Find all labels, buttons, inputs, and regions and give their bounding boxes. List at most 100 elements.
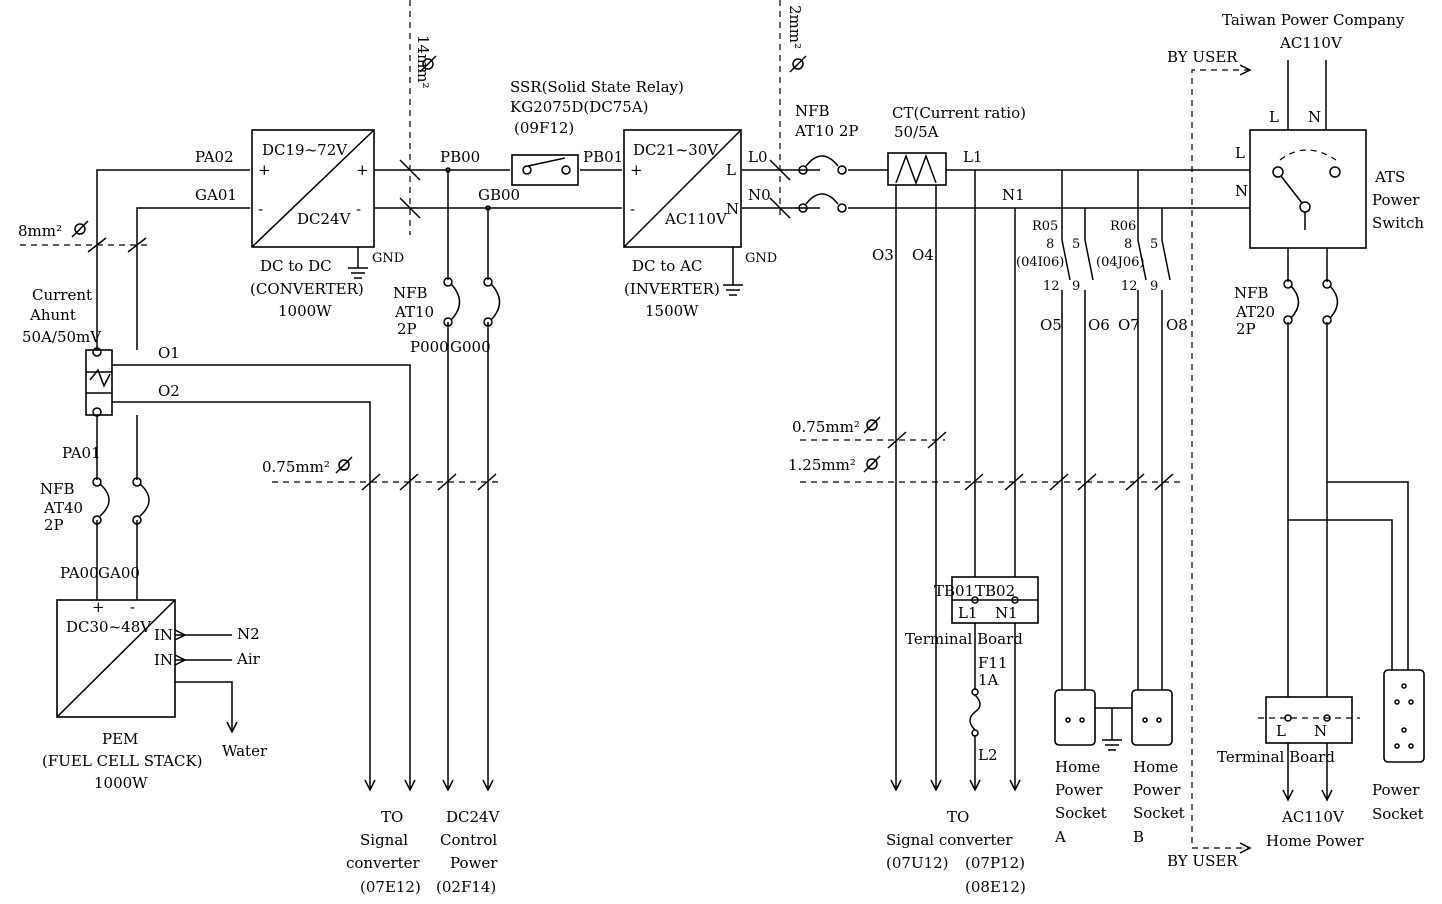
svg-text:converter: converter — [346, 854, 421, 872]
svg-text:IN: IN — [154, 626, 173, 644]
svg-text:+: + — [258, 161, 271, 179]
svg-text:Socket: Socket — [1055, 804, 1107, 822]
svg-text:AC110V: AC110V — [1281, 808, 1345, 826]
svg-text:N: N — [1308, 108, 1321, 126]
svg-text:L2: L2 — [978, 746, 998, 764]
svg-text:PA00: PA00 — [60, 564, 99, 582]
svg-text:AT10 2P: AT10 2P — [794, 122, 859, 140]
svg-text:NFB: NFB — [1234, 284, 1269, 302]
svg-text:(INVERTER): (INVERTER) — [624, 280, 720, 298]
svg-text:(07U12): (07U12) — [886, 854, 949, 872]
svg-text:PB00: PB00 — [440, 148, 480, 166]
svg-text:Air: Air — [236, 650, 261, 668]
svg-text:O3: O3 — [872, 246, 894, 264]
svg-text:GND: GND — [745, 251, 777, 266]
svg-text:AT20: AT20 — [1235, 303, 1275, 321]
svg-text:Socket: Socket — [1133, 804, 1185, 822]
svg-text:(02F14): (02F14) — [436, 878, 496, 896]
svg-text:P000: P000 — [410, 338, 449, 356]
ats-power-switch: L N L N ATS Power Switch Taiwan Power Co… — [1222, 11, 1424, 249]
svg-text:1500W: 1500W — [645, 302, 699, 320]
svg-text:DC30~48V: DC30~48V — [66, 618, 152, 636]
svg-text:BY USER: BY USER — [1167, 852, 1238, 870]
current-shunt: Current Ahunt 50A/50mV O1 O2 PA01 — [22, 286, 416, 792]
svg-text:5: 5 — [1072, 237, 1080, 252]
svg-text:1000W: 1000W — [94, 774, 148, 792]
svg-text:PEM: PEM — [102, 730, 138, 748]
svg-text:NFB: NFB — [795, 102, 830, 120]
svg-text:N: N — [1314, 722, 1327, 740]
svg-text:Power: Power — [1372, 781, 1420, 799]
svg-text:IN: IN — [154, 651, 173, 669]
svg-text:8: 8 — [1124, 237, 1132, 252]
svg-text:N1: N1 — [995, 604, 1018, 622]
pem-fuel-cell-stack: + - DC30~48V IN IN N2 Air Water PEM (FUE… — [42, 598, 268, 792]
svg-text:(CONVERTER): (CONVERTER) — [250, 280, 364, 298]
svg-text:DC24V: DC24V — [297, 210, 352, 228]
svg-text:(09F12): (09F12) — [514, 119, 574, 137]
svg-text:PB01: PB01 — [583, 148, 623, 166]
svg-text:R06: R06 — [1110, 219, 1136, 234]
svg-text:F11: F11 — [978, 654, 1008, 672]
svg-text:1A: 1A — [978, 671, 999, 689]
svg-text:2P: 2P — [44, 516, 64, 534]
svg-text:50A/50mV: 50A/50mV — [22, 328, 102, 346]
relays-and-home-sockets: R05 R06 8 5 (04I06) 12 9 8 5 (04J06) 12 … — [1016, 170, 1188, 846]
svg-text:R05: R05 — [1032, 219, 1058, 234]
svg-text:PA02: PA02 — [195, 148, 234, 166]
svg-text:DC to DC: DC to DC — [260, 257, 332, 275]
svg-text:Socket: Socket — [1372, 805, 1424, 823]
left-destination-labels: TO Signal converter (07E12) DC24V Contro… — [346, 808, 501, 896]
svg-text:1.25mm²: 1.25mm² — [788, 456, 856, 474]
svg-text:Power: Power — [450, 854, 498, 872]
svg-text:GA01: GA01 — [195, 186, 237, 204]
svg-text:AC110V: AC110V — [1279, 34, 1343, 52]
svg-text:O5: O5 — [1040, 316, 1062, 334]
svg-text:O4: O4 — [912, 246, 934, 264]
svg-text:L1: L1 — [958, 604, 978, 622]
svg-text:SSR(Solid State Relay): SSR(Solid State Relay) — [510, 78, 684, 96]
dc-ac-inverter: DC21~30V + - L N AC110V GND DC to AC (IN… — [623, 129, 777, 320]
svg-text:+: + — [630, 161, 643, 179]
svg-text:12: 12 — [1121, 279, 1138, 294]
svg-text:N: N — [726, 200, 739, 218]
svg-text:Terminal Board: Terminal Board — [1217, 748, 1335, 766]
svg-text:Signal converter: Signal converter — [886, 831, 1013, 849]
svg-text:L: L — [1235, 144, 1245, 162]
svg-text:-: - — [258, 200, 263, 218]
svg-text:DC to AC: DC to AC — [632, 257, 702, 275]
svg-text:Control: Control — [440, 831, 497, 849]
home-power-distribution: NFB AT20 2P L N Terminal Board AC110V Ho… — [1217, 248, 1425, 850]
svg-text:L: L — [1269, 108, 1279, 126]
svg-text:(07E12): (07E12) — [360, 878, 421, 896]
svg-text:1000W: 1000W — [278, 302, 332, 320]
svg-text:L: L — [726, 161, 736, 179]
svg-text:9: 9 — [1150, 279, 1158, 294]
svg-text:Terminal Board: Terminal Board — [905, 630, 1023, 648]
svg-text:0.75mm²: 0.75mm² — [792, 418, 860, 436]
svg-text:-: - — [130, 598, 135, 616]
svg-text:GB00: GB00 — [478, 186, 520, 204]
svg-text:2P: 2P — [397, 320, 417, 338]
svg-text:+: + — [92, 598, 105, 616]
svg-text:8mm²: 8mm² — [18, 222, 62, 240]
wire-gauge-markers: 14mm² 2mm² 8mm² 0.75mm² 0.75mm² 1.25mm² — [18, 0, 1180, 491]
svg-text:N1: N1 — [1002, 186, 1025, 204]
svg-text:O1: O1 — [158, 344, 180, 362]
svg-text:O2: O2 — [158, 382, 180, 400]
svg-text:KG2075D(DC75A): KG2075D(DC75A) — [510, 98, 649, 116]
svg-text:TO: TO — [381, 808, 403, 826]
svg-text:9: 9 — [1072, 279, 1080, 294]
svg-text:N2: N2 — [237, 625, 260, 643]
svg-text:DC24V: DC24V — [446, 808, 501, 826]
ct-signal-and-terminal: O3 O4 TB01 TB02 L1 N1 Terminal Board F11… — [872, 170, 1039, 896]
svg-text:Ahunt: Ahunt — [29, 306, 76, 324]
svg-text:DC21~30V: DC21~30V — [633, 141, 719, 159]
svg-text:L: L — [1276, 722, 1286, 740]
svg-text:AC110V: AC110V — [664, 210, 728, 228]
svg-text:GA00: GA00 — [98, 564, 140, 582]
svg-text:GND: GND — [372, 251, 404, 266]
svg-text:TB02: TB02 — [975, 582, 1015, 600]
svg-text:Power: Power — [1133, 781, 1181, 799]
